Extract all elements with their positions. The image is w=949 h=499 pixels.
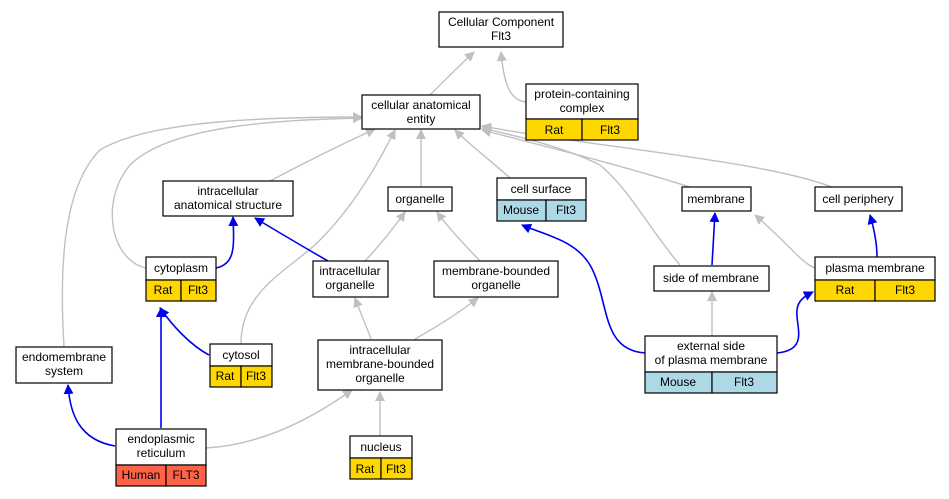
node-label: anatomical structure: [174, 198, 282, 212]
node-label: system: [45, 364, 83, 378]
gene-cell: [581, 118, 639, 141]
node-cellular-component[interactable]: Cellular Component Flt3: [438, 11, 564, 48]
node-cell-periphery[interactable]: cell periphery: [814, 186, 903, 212]
edge-er-to-endomembrane[interactable]: [63, 384, 116, 447]
edge-plasmamembrane-to-cellperiphery[interactable]: [867, 214, 878, 258]
gene-label: Flt3: [386, 462, 406, 476]
node-label: intracellular: [349, 343, 410, 357]
gene-label: Flt3: [734, 375, 754, 389]
edge-sideofmembrane-to-membrane[interactable]: [709, 212, 720, 266]
edge-cytosol-to-cytoplasm[interactable]: [159, 307, 210, 356]
edge-pcc-to-root: [496, 51, 527, 103]
node-label: intracellular: [319, 264, 380, 278]
gene-cell: [240, 365, 273, 388]
gene-cell: [380, 457, 413, 480]
gene-cell: [165, 464, 207, 487]
gene-label: Flt3: [246, 369, 266, 383]
edge-cellsurface-to-cae: [454, 129, 511, 179]
edge-intraorg-to-organelle: [364, 211, 406, 262]
gene-cell: [711, 371, 778, 394]
gene-cell: [874, 279, 936, 302]
edges: [61, 51, 878, 449]
node-intracellular-organelle[interactable]: intracellular organelle: [312, 260, 389, 298]
species-label: Rat: [216, 369, 235, 383]
node-side-of-membrane[interactable]: side of membrane: [653, 265, 770, 292]
gene-cell: [545, 199, 587, 222]
edge-cytoplasm-to-ias[interactable]: [215, 216, 239, 269]
node-label: organelle: [355, 371, 405, 385]
species-label: Rat: [356, 462, 375, 476]
edge-er-to-imbo: [205, 389, 353, 449]
species-label: Rat: [154, 283, 173, 297]
node-cytoplasm[interactable]: cytoplasm Rat Flt3: [145, 256, 217, 302]
node-label: cell periphery: [822, 192, 893, 206]
species-label: Mouse: [503, 203, 539, 217]
node-external-side-of-plasma-membrane[interactable]: external side of plasma membrane Mouse F…: [644, 335, 778, 394]
node-label: of plasma membrane: [655, 353, 768, 367]
node-label: reticulum: [137, 446, 186, 460]
node-label: intracellular: [197, 184, 258, 198]
node-label: cytoplasm: [154, 261, 208, 275]
edge-ias-to-cae: [269, 128, 376, 182]
species-label: Rat: [545, 123, 564, 137]
edge-sideofmembrane-to-cae: [481, 125, 681, 266]
edge-cae-to-root: [429, 51, 475, 96]
node-label: cell surface: [511, 182, 572, 196]
node-label: side of membrane: [663, 271, 759, 285]
gene-label: FLT3: [172, 468, 199, 482]
edge-cytoplasm-to-cae: [111, 113, 363, 269]
node-nucleus[interactable]: nucleus Rat Flt3: [349, 435, 413, 480]
gene-label: Flt3: [600, 123, 620, 137]
node-label: endomembrane: [22, 350, 106, 364]
node-label: organelle: [471, 278, 521, 292]
node-intracellular-anatomical-structure[interactable]: intracellular anatomical structure: [162, 180, 294, 217]
node-label: protein-containing: [534, 87, 629, 101]
species-label: Rat: [836, 283, 855, 297]
node-label: complex: [560, 101, 605, 115]
species-label: Mouse: [660, 375, 696, 389]
node-endoplasmic-reticulum[interactable]: endoplasmic reticulum Human FLT3: [115, 428, 207, 487]
node-cell-surface[interactable]: cell surface Mouse Flt3: [496, 177, 587, 222]
node-organelle[interactable]: organelle: [387, 186, 453, 212]
edge-imbo-to-mbo: [414, 297, 479, 340]
node-label: plasma membrane: [825, 261, 925, 275]
edge-intraorg-to-ias[interactable]: [254, 217, 329, 262]
root-title-line2: Flt3: [491, 29, 511, 43]
node-label: external side: [677, 339, 745, 353]
node-plasma-membrane[interactable]: plasma membrane Rat Flt3: [814, 256, 936, 302]
edge-plasmamembrane-to-membrane: [754, 214, 816, 269]
gene-cell: [180, 279, 217, 302]
node-label: cellular anatomical: [371, 98, 470, 112]
edge-membrane-to-cae: [481, 127, 691, 188]
node-label: nucleus: [360, 440, 401, 454]
species-label: Human: [122, 468, 161, 482]
edge-endomembrane-to-cae: [61, 112, 363, 348]
node-membrane[interactable]: membrane: [681, 186, 752, 212]
node-label: organelle: [395, 192, 445, 206]
node-label: organelle: [325, 278, 375, 292]
gene-label: Flt3: [556, 203, 576, 217]
gene-label: Flt3: [188, 283, 208, 297]
edge-imbo-to-intraorg: [353, 297, 372, 340]
node-label: membrane-bounded: [442, 264, 550, 278]
node-label: endoplasmic: [127, 432, 194, 446]
node-label: membrane-bounded: [326, 357, 434, 371]
node-label: membrane: [687, 192, 745, 206]
edge-cytosol-to-cae: [240, 129, 396, 346]
gene-label: Flt3: [895, 283, 915, 297]
node-protein-containing-complex[interactable]: protein-containing complex Rat Flt3: [525, 83, 639, 141]
node-label: entity: [407, 112, 436, 126]
root-title-line1: Cellular Component: [448, 15, 555, 29]
edge-extside-to-cellsurface[interactable]: [521, 224, 646, 354]
node-label: cytosol: [222, 348, 259, 362]
node-cellular-anatomical-entity[interactable]: cellular anatomical entity: [361, 94, 481, 130]
node-membrane-bounded-organelle[interactable]: membrane-bounded organelle: [433, 260, 559, 298]
edge-mbo-to-organelle: [436, 211, 481, 262]
node-endomembrane-system[interactable]: endomembrane system: [15, 346, 113, 384]
node-cytosol[interactable]: cytosol Rat Flt3: [209, 343, 273, 388]
edge-extside-to-plasmamembrane[interactable]: [776, 291, 814, 354]
node-intracellular-membrane-bounded-organelle[interactable]: intracellular membrane-bounded organelle: [317, 339, 443, 391]
